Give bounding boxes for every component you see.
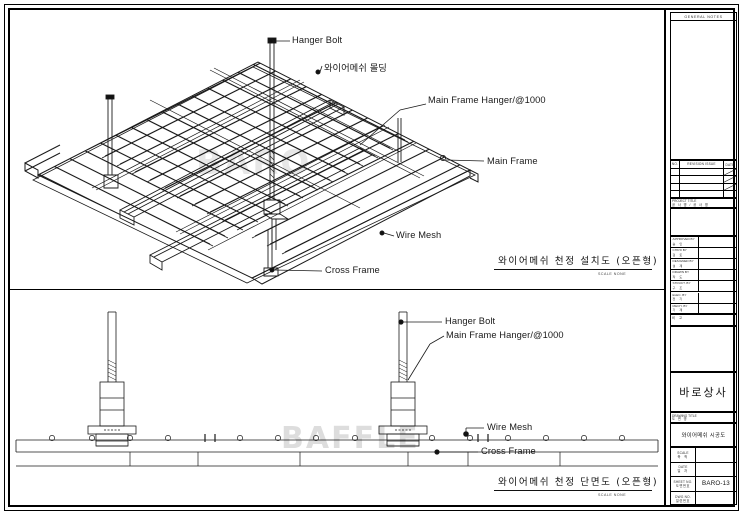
view-divider (10, 289, 664, 290)
approval-row-chkd-by[interactable]: CHK'D BY 검 토 (671, 248, 736, 260)
approval-value-chkd-by[interactable] (699, 248, 736, 258)
sheet-info-label-date: DATE 일 자 (671, 462, 696, 476)
approval-label-mech-by: MECH. BY 기 계 (671, 303, 699, 315)
sheet-info-label-scale: SCALE 축 척 (671, 448, 696, 462)
sheet-info-row-date[interactable]: DATE 일 자 (671, 462, 736, 477)
sheet-border-outer (4, 4, 739, 511)
revision-cell-issue (680, 176, 724, 183)
sheet-info-row-sheet-no[interactable]: SHEET NO. 도면번호 BARO-13 (671, 477, 736, 492)
label-hanger-bolt-section: Hanger Bolt (445, 316, 496, 326)
sheet-info-label-sheet-no: SHEET NO. 도면번호 (671, 477, 696, 491)
revision-cell-no (671, 191, 680, 199)
general-notes-header-text: GENERAL NOTES (684, 14, 723, 19)
approval-row-mech-by[interactable]: MECH. BY 기 계 (671, 303, 736, 315)
project-title-label-en: PROJECT TITLE (672, 199, 697, 203)
revision-header-no: NO. (671, 161, 680, 168)
revision-cell-date (724, 183, 736, 191)
title-block-divider (664, 8, 666, 507)
approval-label-drawn-by: DRAWN BY 작 도 (671, 270, 699, 281)
drawing-title-value: 와이어메쉬 시공도 (681, 433, 726, 439)
drawing-title-label-box: DRAWING TITLE 도 면 명 (670, 412, 737, 423)
revision-cell-no (671, 183, 680, 191)
revision-header-date: DATE (725, 162, 735, 167)
label-main-frame-hanger-section: Main Frame Hanger/@1000 (446, 330, 564, 340)
section-view-caption: 와이어메쉬 천정 단면도 (오픈형) (498, 477, 659, 488)
revision-cell-date (724, 168, 736, 176)
company-name-box: 바로상사 (670, 372, 737, 412)
revision-cell-no (671, 168, 680, 176)
revision-row[interactable] (671, 176, 736, 184)
approval-row-approved-by[interactable]: APPROVED BY 승 인 (671, 237, 736, 249)
section-caption-rule (494, 490, 652, 491)
iso-view-caption: 와이어메쉬 천정 설치도 (오픈형) (498, 256, 659, 267)
project-title-label-box: PROJECT TITLE 공 사 명 / 공 사 명 (670, 198, 737, 208)
sheet-info-value-date[interactable] (696, 463, 736, 477)
drawing-title-label-en: DRAWING TITLE (672, 413, 697, 418)
revision-cell-no (671, 176, 680, 183)
section-scale-note: SCALE NONE (598, 493, 627, 497)
remarks-label: 비 고 (672, 316, 684, 320)
approval-label-elec-by: ELEC. BY 전 기 (671, 292, 699, 303)
label-main-frame-hanger-iso: Main Frame Hanger/@1000 (428, 95, 546, 105)
approval-label-approved-by: APPROVED BY 승 인 (671, 237, 699, 248)
revision-row[interactable] (671, 191, 736, 199)
sheet-info-label-dwg-no: DWG NO. 일련번호 (671, 491, 696, 506)
general-notes-box (670, 12, 737, 160)
approval-value-designed-by[interactable] (699, 259, 736, 269)
approval-value-drawn-by[interactable] (699, 270, 736, 280)
approval-row-struct-by[interactable]: STRUCT. BY 구 조 (671, 281, 736, 293)
remarks-value-box[interactable] (670, 326, 737, 372)
revision-cell-date (724, 176, 736, 183)
approval-value-struct-by[interactable] (699, 281, 736, 291)
title-block: GENERAL NOTES NO. REVISION ISSUE DATE (668, 10, 739, 507)
revision-table: NO. REVISION ISSUE DATE (670, 160, 737, 199)
approval-value-approved-by[interactable] (699, 237, 736, 247)
approval-label-chkd-by: CHK'D BY 검 토 (671, 248, 699, 259)
drawing-title-value-box: 와이어메쉬 시공도 (670, 423, 737, 447)
sheet-info-value-sheet-no[interactable]: BARO-13 (702, 480, 730, 488)
label-cross-frame-iso: Cross Frame (325, 265, 380, 275)
project-title-label-kr: 공 사 명 / 공 사 명 (672, 202, 709, 207)
sheet-info-row-scale[interactable]: SCALE 축 척 (671, 448, 736, 463)
sheet-info-value-scale[interactable] (696, 448, 736, 462)
revision-cell-issue (680, 168, 724, 176)
label-main-frame-iso: Main Frame (487, 156, 538, 166)
revision-cell-issue (680, 191, 724, 199)
approval-row-drawn-by[interactable]: DRAWN BY 작 도 (671, 270, 736, 282)
label-wire-mesh-iso: Wire Mesh (396, 230, 442, 240)
approval-label-struct-by: STRUCT. BY 구 조 (671, 281, 699, 292)
remarks-label-box: 비 고 (670, 314, 737, 326)
label-hanger-bolt-iso: Hanger Bolt (292, 35, 343, 45)
revision-row[interactable] (671, 168, 736, 177)
label-wire-mesh-section: Wire Mesh (487, 422, 533, 432)
revision-header-issue: REVISION ISSUE (680, 161, 724, 168)
label-cross-frame-section: Cross Frame (481, 446, 536, 456)
revision-cell-issue (680, 183, 724, 191)
company-name: 바로상사 (679, 386, 728, 399)
approval-value-elec-by[interactable] (699, 293, 736, 303)
sheet-info-row-dwg-no[interactable]: DWG NO. 일련번호 (671, 491, 736, 507)
drawing-title-label-kr: 도 면 명 (672, 417, 688, 422)
label-wire-mesh-molding: 와이어메쉬 몰딩 (324, 63, 387, 74)
project-title-value[interactable] (670, 208, 737, 236)
general-notes-header: GENERAL NOTES (670, 12, 737, 21)
sheet-info-value-dwg-no[interactable] (696, 492, 736, 507)
approval-label-designed-by: DESIGNED BY 설 계 (671, 259, 699, 270)
revision-row[interactable] (671, 183, 736, 192)
approval-table: APPROVED BY 승 인 CHK'D BY 검 토 DESIGNED BY… (670, 236, 737, 315)
revision-header-row: NO. REVISION ISSUE DATE (671, 161, 736, 169)
approval-row-elec-by[interactable]: ELEC. BY 전 기 (671, 292, 736, 304)
sheet-border-inner (8, 8, 735, 507)
iso-caption-rule (494, 269, 652, 270)
iso-scale-note: SCALE NONE (598, 272, 627, 276)
approval-row-designed-by[interactable]: DESIGNED BY 설 계 (671, 259, 736, 271)
sheet-info-table: SCALE 축 척 DATE 일 자 SHEET NO. (670, 447, 737, 507)
